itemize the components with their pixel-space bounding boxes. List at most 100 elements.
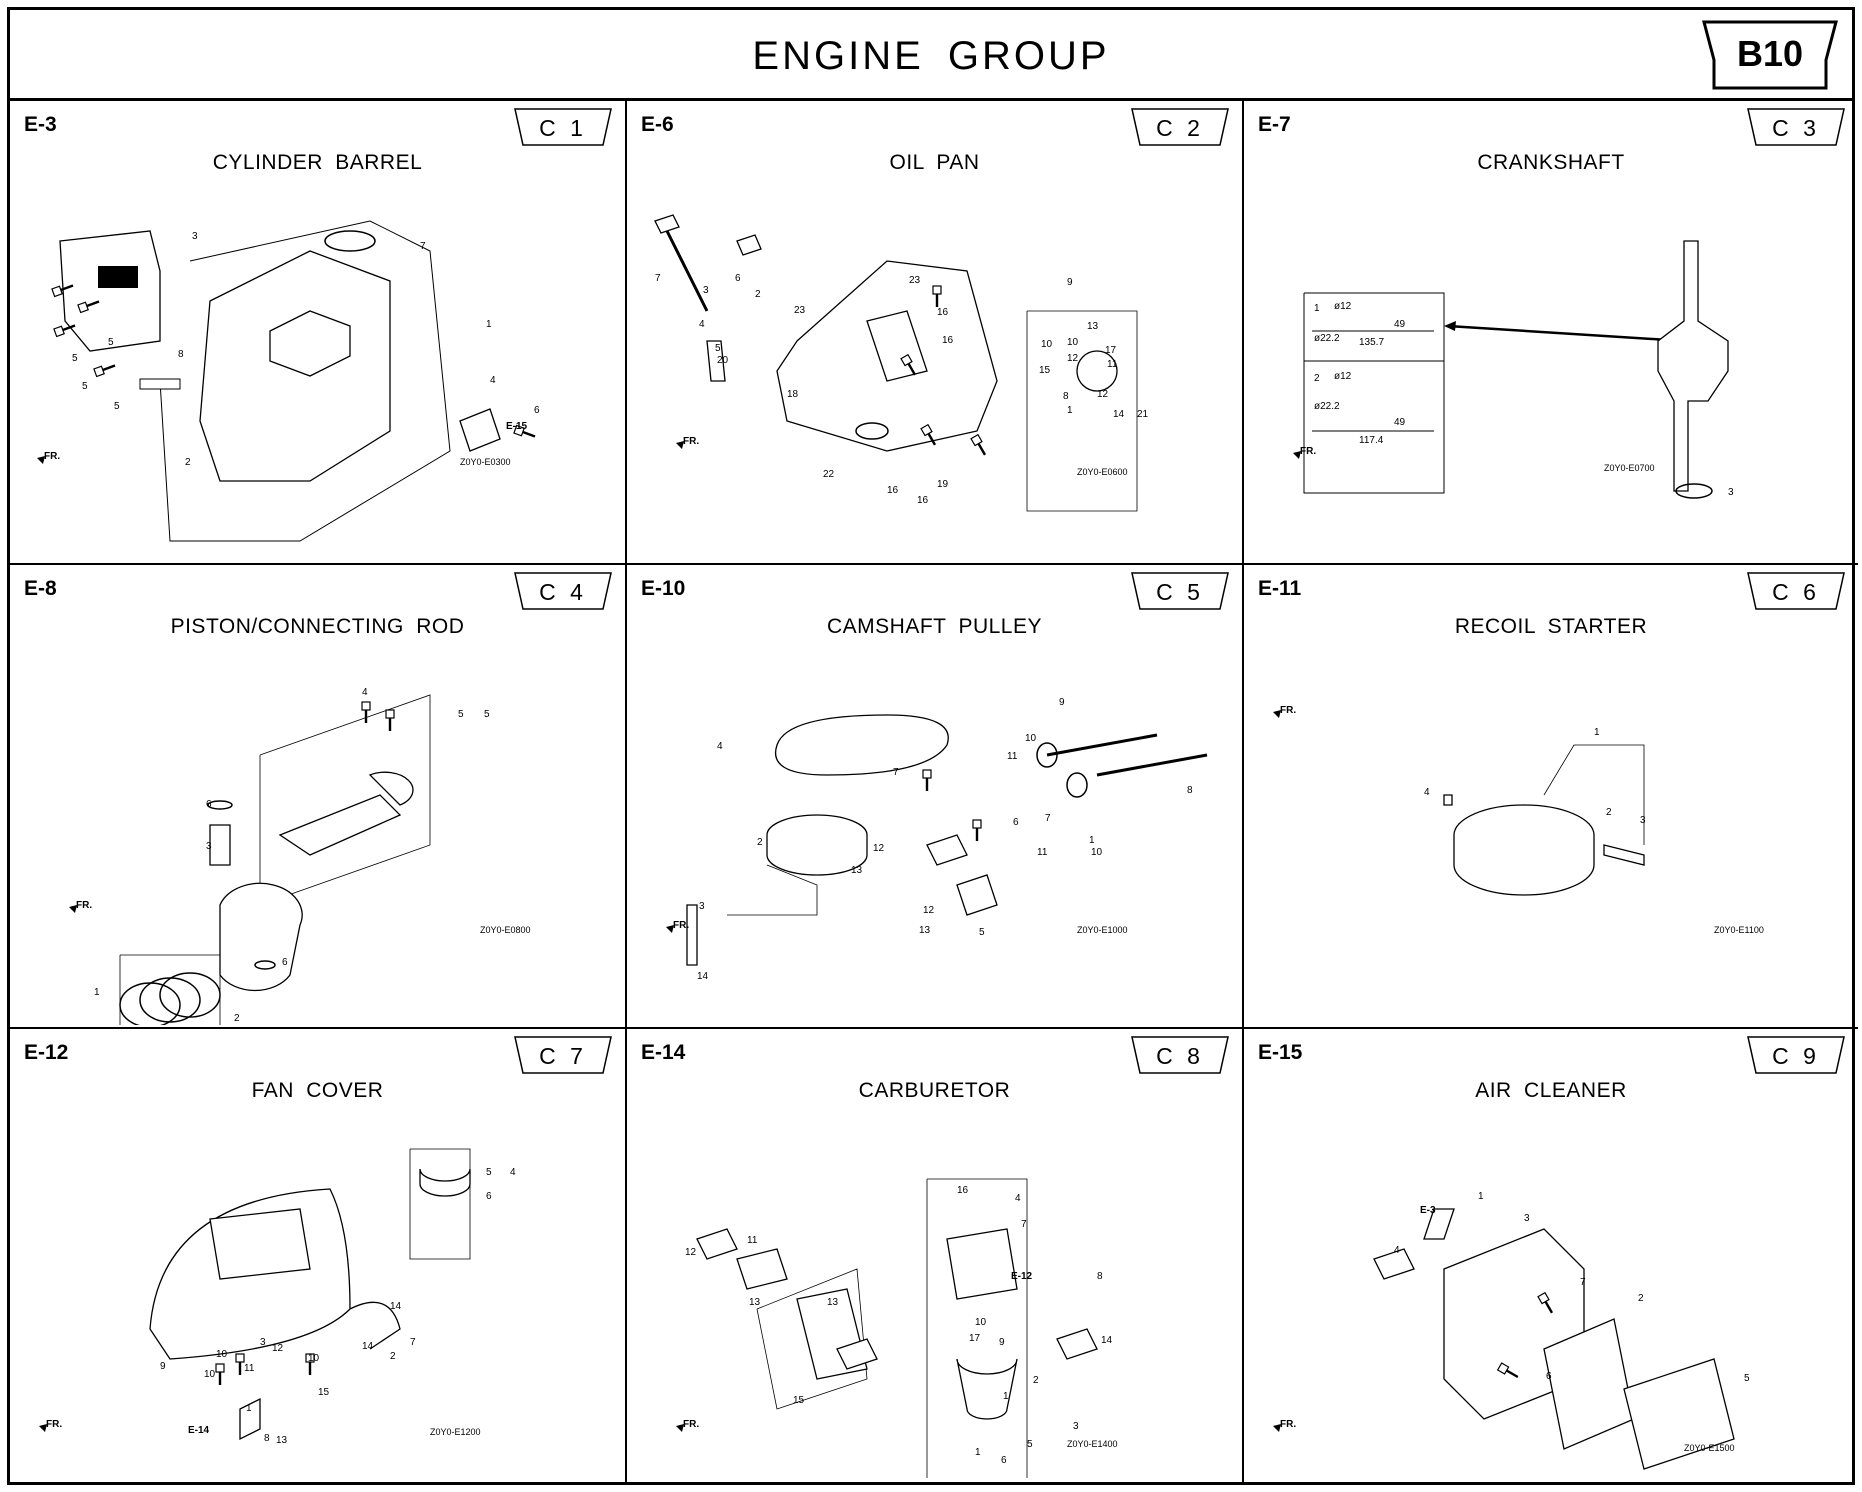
drawing-code: Z0Y0-E1400 <box>1067 1439 1118 1449</box>
part-callout: 5 <box>72 353 78 364</box>
part-callout: 2 <box>234 1013 240 1024</box>
bolt-icon <box>920 423 937 446</box>
section-code[interactable]: E-11 <box>1258 577 1302 600</box>
part-callout: 2 <box>757 837 763 848</box>
section-tab[interactable]: C 1 <box>513 107 613 149</box>
section-code[interactable]: E-6 <box>641 113 674 136</box>
section-tab[interactable]: C 2 <box>1130 107 1230 149</box>
front-direction-icon <box>1254 710 1281 725</box>
inset-variant-label: 2 <box>1314 373 1320 384</box>
front-direction-icon <box>1274 451 1301 466</box>
part-callout: 8 <box>1063 391 1069 402</box>
part-callout: 6 <box>1013 817 1019 828</box>
tab-outline-icon <box>1747 108 1845 146</box>
part-callout: 15 <box>318 1387 330 1398</box>
part-callout: 16 <box>887 485 899 496</box>
bolt-icon <box>51 284 74 298</box>
rocker-arm <box>956 874 998 916</box>
oil-seal-icon <box>855 422 889 440</box>
section-tab[interactable]: C 7 <box>513 1035 613 1077</box>
part-callout: 7 <box>1580 1277 1586 1288</box>
dimension-label: ø12 <box>1334 301 1352 312</box>
part-callout: 19 <box>937 479 949 490</box>
cover-emblem-icon <box>98 266 138 288</box>
part-callout: 4 <box>362 687 368 698</box>
part-callout: 13 <box>749 1297 761 1308</box>
front-label: FR. <box>683 1419 699 1430</box>
fuel-hose <box>349 1301 401 1350</box>
section-tab[interactable]: C 4 <box>513 571 613 613</box>
arrow-head-icon <box>1444 321 1456 331</box>
section-code[interactable]: E-8 <box>24 577 57 600</box>
tab-outline-icon <box>1131 108 1229 146</box>
section-title: CRANKSHAFT <box>1477 151 1625 174</box>
oil-pan-boss <box>866 310 928 382</box>
section-code[interactable]: E-12 <box>24 1041 69 1064</box>
bolt-icon <box>361 701 371 723</box>
tab-outline-icon <box>1131 1036 1229 1074</box>
fuel-cap <box>419 1168 471 1197</box>
section-code[interactable]: E-15 <box>1258 1041 1303 1064</box>
part-callout: 5 <box>114 401 120 412</box>
part-callout: 4 <box>490 375 496 386</box>
pointer-arrow <box>1447 324 1685 343</box>
part-callout: 13 <box>851 865 863 876</box>
part-callout: 4 <box>699 319 705 330</box>
part-callout: 1 <box>975 1447 981 1458</box>
part-callout: 6 <box>735 273 741 284</box>
section-code[interactable]: E-14 <box>641 1041 686 1064</box>
part-callout: 2 <box>1606 807 1612 818</box>
front-direction-icon <box>657 441 684 456</box>
section-tab-label: C 7 <box>539 1043 587 1069</box>
part-callout: 12 <box>685 1247 697 1258</box>
part-callout: 2 <box>185 457 191 468</box>
front-direction-icon <box>657 1424 684 1439</box>
part-callout: 2 <box>1033 1375 1039 1386</box>
section-code[interactable]: E-7 <box>1258 113 1291 136</box>
part-callout: 1 <box>1594 727 1600 738</box>
starter-grip <box>1603 844 1645 866</box>
part-callout: 8 <box>264 1433 270 1444</box>
part-callout: 13 <box>827 1297 839 1308</box>
section-code[interactable]: E-3 <box>24 113 57 136</box>
part-callout: 1 <box>486 319 492 330</box>
drawing-code: Z0Y0-E1500 <box>1684 1443 1735 1453</box>
section-tab-label: C 1 <box>539 115 587 141</box>
piston-ring-icon <box>159 972 221 1018</box>
breather-tube <box>1423 1208 1455 1240</box>
bolt-icon <box>53 324 76 338</box>
section-tab[interactable]: C 8 <box>1130 1035 1230 1077</box>
section-reference: E-14 <box>188 1425 210 1436</box>
oil-cap <box>736 234 762 256</box>
bolt-icon <box>1537 1291 1554 1314</box>
part-callout: 12 <box>1067 353 1079 364</box>
part-callout: 2 <box>755 289 761 300</box>
tab-outline-icon <box>1747 1036 1845 1074</box>
section-title: CYLINDER BARREL <box>212 151 423 174</box>
bolt-icon <box>932 285 942 307</box>
section-tab[interactable]: C 6 <box>1746 571 1846 613</box>
page-header: ENGINE GROUP B10 <box>10 10 1852 101</box>
section-tab[interactable]: C 3 <box>1746 107 1846 149</box>
part-callout: 5 <box>979 927 985 938</box>
section-code[interactable]: E-10 <box>641 577 686 600</box>
section-tab[interactable]: C 5 <box>1130 571 1230 613</box>
part-callout: 13 <box>276 1435 288 1446</box>
section-tab[interactable]: C 9 <box>1746 1035 1846 1077</box>
part-callout: 7 <box>655 273 661 284</box>
part-callout: 1 <box>94 987 100 998</box>
part-callout: 12 <box>923 905 935 916</box>
dimension-label: 49 <box>1394 417 1406 428</box>
bolt-icon <box>235 1353 245 1375</box>
drawing-code: Z0Y0-E0300 <box>460 457 511 467</box>
